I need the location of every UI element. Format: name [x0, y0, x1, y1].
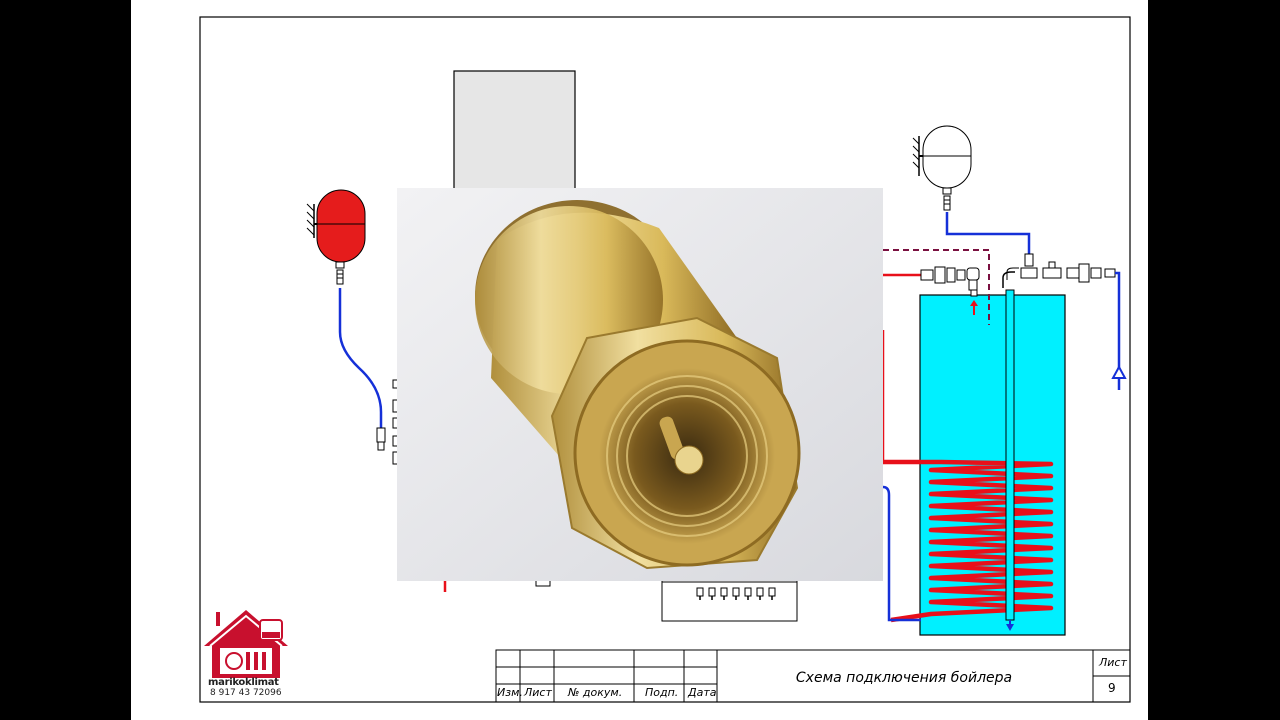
column-sheet: Лист	[524, 686, 552, 699]
title-block-grid	[495, 649, 1131, 703]
coil-return-line	[882, 485, 921, 622]
drawing-title: Схема подключения бойлера	[795, 670, 1013, 686]
cold-inlet-assembly	[1006, 253, 1116, 283]
check-valve-photo	[397, 188, 883, 581]
title-block: Схема подключения бойлера Лист 9 Изм. Ли…	[496, 650, 1130, 702]
column-change: Изм.	[497, 686, 523, 699]
sheet-label: Лист	[1099, 656, 1127, 669]
hot-water-tank	[883, 289, 1066, 636]
right-expansion-vessel	[912, 125, 1031, 254]
column-date: Дата	[688, 686, 717, 699]
top-fittings	[920, 266, 980, 297]
hot-flow-arrow	[970, 300, 978, 306]
logo-name: marikoklimat	[208, 677, 279, 688]
sheet-number: 9	[1108, 681, 1116, 695]
logo-phone: 8 917 43 72096	[210, 688, 282, 698]
cold-inlet-line	[1115, 271, 1121, 390]
boiler-unit	[453, 70, 576, 192]
column-document: № докум.	[568, 686, 623, 699]
left-expansion-vessel	[306, 189, 386, 451]
recirculation-line	[883, 249, 990, 325]
column-signature: Подп.	[645, 686, 679, 699]
company-logo	[204, 610, 288, 678]
cold-flow-arrow	[1111, 364, 1127, 379]
